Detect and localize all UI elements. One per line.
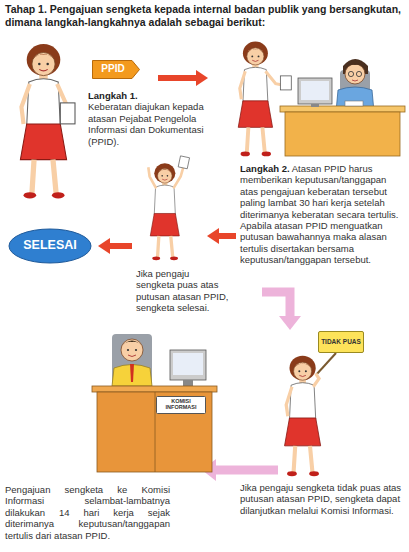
node-label: KOMISI INFORMASI xyxy=(156,399,206,411)
oval-shape xyxy=(9,229,91,263)
rect-shape xyxy=(319,332,364,353)
step-text: Pengajuan sengketa ke Komisi Informasi s… xyxy=(5,484,170,541)
node-label: SELESAI xyxy=(23,239,77,252)
node-label: PPID xyxy=(101,64,124,75)
text-block: Jika pengaju sengketa puas atas putusan … xyxy=(136,268,230,314)
text-block: Jika pengaju sengketa tidak puas atas pu… xyxy=(240,482,405,516)
step-text: Atasan PPID harus memberikan keputusan/t… xyxy=(240,163,398,265)
step-text: Jika pengaju sengketa tidak puas atas pu… xyxy=(240,482,401,516)
text-block: Langkah 2. Atasan PPID harus memberikan … xyxy=(240,163,405,266)
sign-board: TIDAK PUAS xyxy=(318,331,364,353)
step-text: Jika pengaju sengketa puas atas putusan … xyxy=(136,268,228,313)
node-label: TIDAK PUAS xyxy=(321,339,361,346)
step-heading: Langkah 2. xyxy=(240,163,290,174)
text-block: Langkah 1.Keberatan diajukan kepada atas… xyxy=(88,90,208,147)
text-block: Pengajuan sengketa ke Komisi Informasi s… xyxy=(5,484,170,541)
rect-shape xyxy=(157,397,206,414)
title-text: Tahap 1. Pengajuan sengketa kepada inter… xyxy=(5,3,404,29)
end-oval: SELESAI xyxy=(8,228,92,264)
tag-shape xyxy=(93,61,140,79)
step-heading: Langkah 1. xyxy=(88,90,208,101)
desk-plate: KOMISI INFORMASI xyxy=(156,396,206,414)
ppid-tag: PPID xyxy=(92,60,140,79)
step-text: Keberatan diajukan kepada atasan Pejabat… xyxy=(88,101,204,146)
